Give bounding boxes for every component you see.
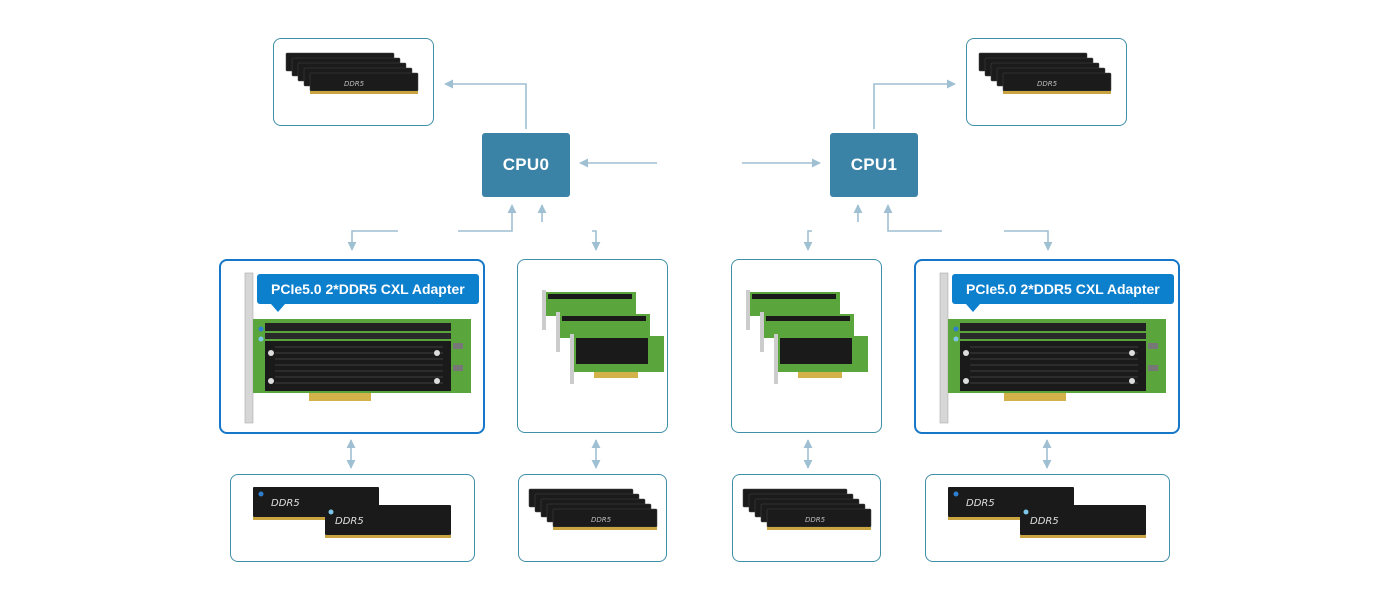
- cpu0-link-adapter-a-up: [458, 204, 517, 232]
- memory-module-stack-image: DDR5: [528, 488, 658, 530]
- stacked-adapter-cards-image: [746, 290, 868, 384]
- cpu0-link-adapter-a: [347, 230, 398, 251]
- memory-module-stack-image: DDR5: [978, 52, 1112, 94]
- cpu0-memory-link: [444, 79, 527, 129]
- cpu0-memory-box: DDR5: [273, 38, 434, 126]
- cxl-adapter-tag-label: PCIe5.0 2*DDR5 CXL Adapter: [966, 281, 1160, 297]
- svg-text:DDR5: DDR5: [591, 516, 612, 524]
- adapter-memory-box-right: DDR5 DDR5: [925, 474, 1170, 562]
- svg-text:DDR5: DDR5: [966, 498, 995, 509]
- cpu1-link-adapter-c: [803, 230, 813, 251]
- memory-module-stack-image: DDR5: [742, 488, 872, 530]
- cpu0-link-adapter-b: [591, 230, 601, 251]
- stacked-adapters-box-left: [517, 259, 668, 433]
- memory-module-stack-image: DDR5: [285, 52, 419, 94]
- cxl-adapter-box-right: PCIe5.0 2*DDR5 CXL Adapter: [914, 259, 1180, 434]
- cxl-adapter-box-left: PCIe5.0 2*DDR5 CXL Adapter: [219, 259, 485, 434]
- svg-text:DDR5: DDR5: [335, 516, 364, 527]
- cpu1-link-adapter-d-up: [883, 204, 942, 232]
- cpu0-label: CPU0: [502, 155, 550, 174]
- stacked-adapters-box-right: [731, 259, 882, 433]
- ddr5-dimm-pair-image: DDR5 DDR5: [948, 487, 1146, 538]
- cpu1-box: CPU1: [830, 133, 918, 197]
- cxl-adapter-tag: PCIe5.0 2*DDR5 CXL Adapter: [257, 274, 479, 312]
- svg-text:DDR5: DDR5: [344, 80, 365, 88]
- svg-text:DDR5: DDR5: [1037, 80, 1058, 88]
- cxl-adapter-card-image: [244, 272, 471, 424]
- cpu0-box: CPU0: [482, 133, 570, 197]
- svg-text:DDR5: DDR5: [1030, 516, 1059, 527]
- adapter-memory-box-left: DDR5 DDR5: [230, 474, 475, 562]
- cpu1-memory-link: [873, 79, 956, 129]
- adapter-memory-box-center-left: DDR5: [518, 474, 667, 562]
- cxl-adapter-tag: PCIe5.0 2*DDR5 CXL Adapter: [952, 274, 1174, 312]
- cxl-adapter-card-image: [939, 272, 1166, 424]
- cpu1-label: CPU1: [850, 155, 898, 174]
- svg-text:DDR5: DDR5: [271, 498, 300, 509]
- adapter-memory-box-center-right: DDR5: [732, 474, 881, 562]
- cxl-adapter-tag-label: PCIe5.0 2*DDR5 CXL Adapter: [271, 281, 465, 297]
- svg-text:DDR5: DDR5: [805, 516, 826, 524]
- cpu1-link-adapter-d: [1004, 230, 1053, 251]
- cpu1-memory-box: DDR5: [966, 38, 1127, 126]
- stacked-adapter-cards-image: [542, 290, 664, 384]
- ddr5-dimm-pair-image: DDR5 DDR5: [253, 487, 451, 538]
